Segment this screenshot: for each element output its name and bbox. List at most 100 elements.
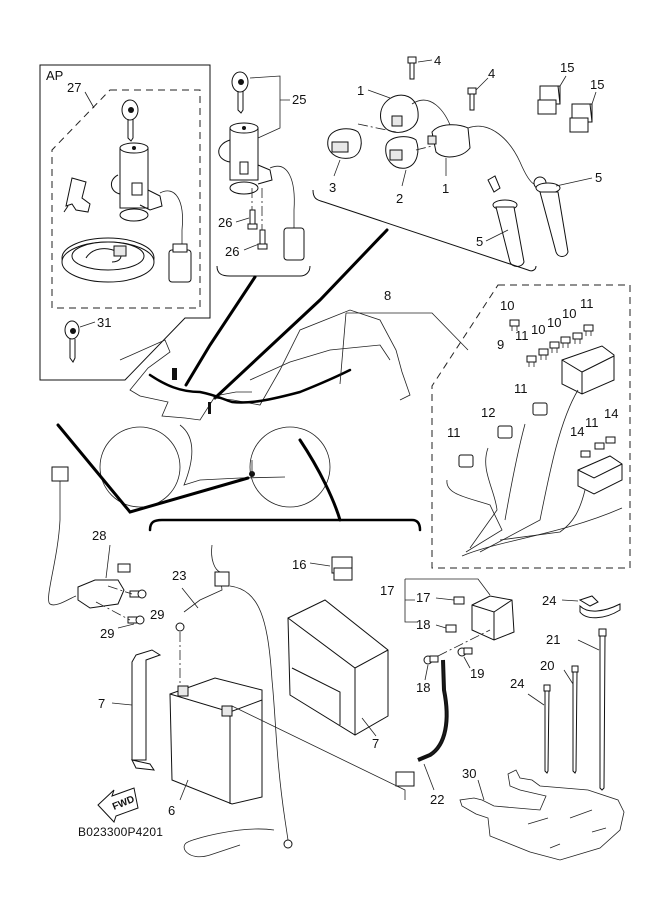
battery-sheet-icon bbox=[459, 769, 625, 861]
lock-set-dashed-box bbox=[51, 89, 201, 309]
callout-6: 6 bbox=[168, 803, 175, 818]
lower-bracket bbox=[148, 518, 422, 532]
callout-17b: 18 bbox=[416, 617, 430, 632]
motorcycle-outline bbox=[99, 309, 411, 508]
bolt-icon-4a bbox=[407, 56, 417, 80]
fuse-box-main-icon bbox=[561, 345, 615, 395]
callout-23: 24 bbox=[542, 593, 556, 608]
relay-icon-15a bbox=[537, 85, 561, 115]
group-link-battery bbox=[298, 438, 342, 522]
leader-4a bbox=[417, 59, 433, 63]
grip-left-icon bbox=[487, 175, 525, 267]
leader-26a bbox=[235, 217, 250, 223]
callout-17a: 17 bbox=[416, 590, 430, 605]
switch-housing-right-icon bbox=[427, 124, 535, 185]
fuse-icon-17b bbox=[445, 624, 457, 633]
group-link-handlebar bbox=[213, 228, 389, 400]
lead-boot-icon bbox=[395, 771, 415, 787]
fwd-arrow-icon: FWD bbox=[97, 787, 139, 823]
lead-terminal-icon bbox=[175, 622, 185, 632]
sidestand-switch-icon bbox=[77, 579, 125, 609]
callout-11c: 11 bbox=[580, 296, 594, 311]
leader-24 bbox=[527, 693, 545, 706]
leader-28 bbox=[105, 544, 111, 579]
callout-8: 7 bbox=[98, 696, 105, 711]
callout-15c: 16 bbox=[292, 557, 306, 572]
battery-group: 23 7 6 7 bbox=[98, 544, 406, 858]
leader-1a bbox=[367, 89, 391, 99]
callout-26a: 26 bbox=[218, 215, 232, 230]
connector-icon-20 bbox=[214, 571, 230, 587]
wire-harness-icon bbox=[446, 389, 623, 557]
fuse-box-group: 10 9 11 10 10 10 11 11 12 11 14 11 14 bbox=[431, 284, 631, 569]
callout-29b: 29 bbox=[100, 626, 114, 641]
leader-6 bbox=[179, 779, 189, 801]
callout-25: 25 bbox=[292, 92, 306, 107]
callout-26b: 26 bbox=[225, 244, 239, 259]
callout-30: 30 bbox=[462, 766, 476, 781]
switch-connector-2-icon bbox=[385, 136, 419, 169]
callout-5b: 5 bbox=[595, 170, 602, 185]
leader-2 bbox=[401, 169, 407, 187]
callout-14a: 14 bbox=[570, 424, 584, 439]
connector-icon-12 bbox=[532, 402, 548, 416]
callout-10a: 9 bbox=[497, 337, 504, 352]
leader-22 bbox=[577, 639, 600, 651]
main-switch-bracket bbox=[216, 265, 311, 277]
callout-11d: 11 bbox=[585, 415, 599, 430]
leader-21 bbox=[563, 669, 574, 685]
callout-22: 21 bbox=[546, 632, 560, 647]
connector-icon-13a bbox=[497, 425, 513, 439]
drawing-code: B023300P4201 bbox=[78, 825, 163, 839]
grip-right-icon bbox=[533, 176, 569, 257]
relay-icon-15b bbox=[569, 103, 593, 133]
callout-29a: 29 bbox=[150, 607, 164, 622]
connector-plug-icon bbox=[168, 243, 192, 283]
cable-tie-icon-24 bbox=[543, 684, 551, 774]
switch-connector-3-icon bbox=[327, 128, 362, 159]
ap-kit-label: AP bbox=[46, 68, 63, 83]
callout-16: 17 bbox=[380, 583, 394, 598]
callout-20: 23 bbox=[172, 568, 186, 583]
leader-4b bbox=[475, 77, 489, 91]
callout-3: 3 bbox=[329, 180, 336, 195]
ap-kit-group: AP 27 bbox=[39, 64, 211, 381]
callout-15b: 15 bbox=[590, 77, 604, 92]
callout-12: 11 bbox=[514, 381, 528, 396]
callout-9: 8 bbox=[384, 288, 391, 303]
leader-5b bbox=[555, 177, 593, 187]
leader-20 bbox=[181, 587, 199, 609]
relay-group-top: 15 15 bbox=[537, 60, 604, 133]
callout-11a: 10 bbox=[500, 298, 514, 313]
callout-10d: 10 bbox=[562, 306, 576, 321]
cable-tie-icon-22 bbox=[598, 628, 607, 791]
callout-27: 27 bbox=[67, 80, 81, 95]
battery-band-icon bbox=[131, 649, 162, 761]
ap-kit-border bbox=[39, 64, 211, 381]
callout-18b: 19 bbox=[470, 666, 484, 681]
key-icon bbox=[121, 99, 139, 142]
fuse-box-dashed-border bbox=[431, 284, 631, 569]
leader-31 bbox=[79, 321, 96, 328]
leader-5a bbox=[485, 229, 509, 242]
sidestand-switch-group: 28 29 29 bbox=[48, 466, 164, 641]
main-switch-group: 25 26 26 bbox=[216, 71, 311, 277]
callout-4a: 4 bbox=[434, 53, 441, 68]
starter-relay-icon bbox=[471, 595, 515, 641]
leader-15a bbox=[559, 75, 567, 87]
key-icon-25 bbox=[231, 71, 249, 114]
ignition-switch-icon bbox=[218, 122, 305, 261]
leader-3 bbox=[333, 159, 341, 177]
leader-30 bbox=[477, 779, 485, 801]
lock-part-icon bbox=[63, 177, 91, 213]
bolt-icon-18b bbox=[457, 647, 473, 657]
callout-24: 24 bbox=[510, 676, 524, 691]
fuse-icons bbox=[509, 319, 616, 458]
connector-icon-13b bbox=[458, 454, 474, 468]
battery-cover-icon bbox=[287, 599, 389, 736]
group-link-main-switch bbox=[184, 275, 257, 387]
callout-14b: 14 bbox=[604, 406, 618, 421]
leader-27 bbox=[84, 91, 95, 109]
leader-7 bbox=[361, 717, 377, 737]
